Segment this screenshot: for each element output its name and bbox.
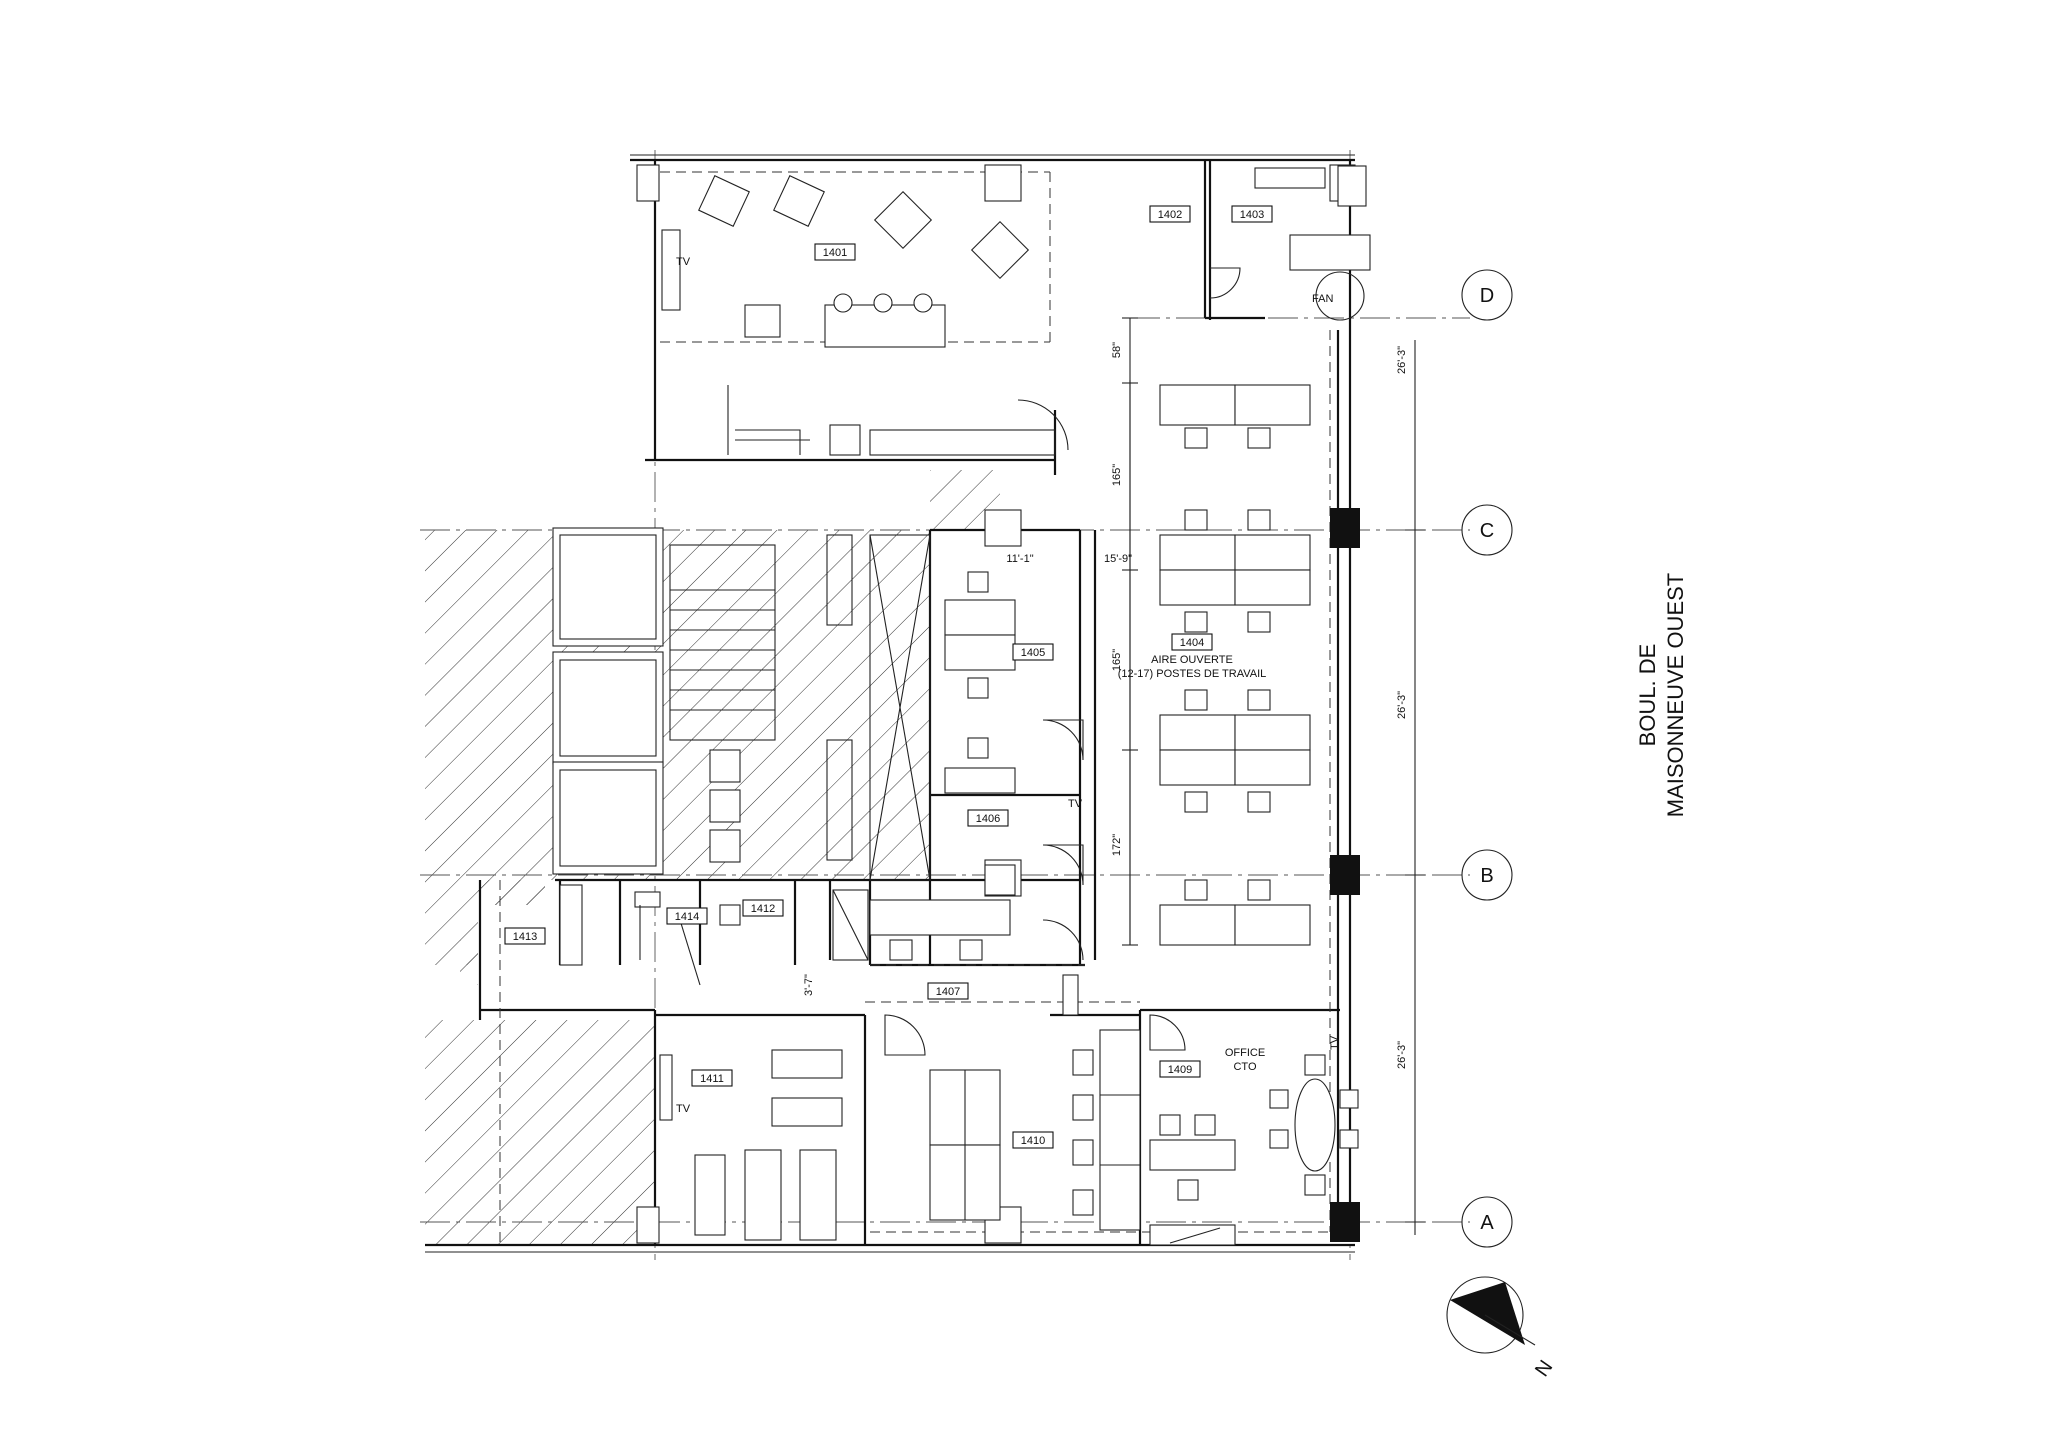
svg-text:1404: 1404 [1180, 637, 1204, 649]
svg-text:1411: 1411 [700, 1073, 724, 1085]
grid-bubble-b: B [1461, 849, 1513, 901]
room-tag-1401: 1401 [814, 243, 856, 261]
svg-text:1406: 1406 [976, 813, 1000, 825]
svg-text:1414: 1414 [675, 911, 699, 923]
tv-label-1406: TV [1068, 798, 1083, 810]
svg-text:1410: 1410 [1021, 1135, 1045, 1147]
svg-text:C: C [1480, 520, 1494, 542]
north-label: N [1531, 1356, 1557, 1380]
tv-label-1409: TV [1329, 1035, 1341, 1050]
washrooms [559, 884, 869, 986]
room-1409-subtitle-1: OFFICE [1225, 1047, 1265, 1059]
grid-bubble-d: D [1461, 269, 1513, 321]
svg-text:1405: 1405 [1021, 647, 1045, 659]
dim-15-9: 15'-9" [1104, 553, 1132, 565]
room-tag-1405: 1405 [1012, 643, 1054, 661]
room-tag-1409: 1409 [1159, 1060, 1201, 1078]
room-1411-furniture [659, 1014, 926, 1241]
svg-text:D: D [1480, 285, 1494, 307]
dim-165-b: 165" [1111, 649, 1123, 671]
workstations-1404 [1129, 380, 1311, 946]
room-1410-furniture [929, 974, 1141, 1231]
room-tag-1403: 1403 [1231, 205, 1273, 223]
svg-text:1407: 1407 [936, 986, 960, 998]
room-tag-1407: 1407 [927, 982, 969, 1000]
room-1404-subtitle-1: AIRE OUVERTE [1151, 654, 1233, 666]
street-name: BOUL. DE MAISONNEUVE OUEST [1635, 573, 1688, 817]
room-1404-subtitle-2: (12-17) POSTES DE TRAVAIL [1118, 668, 1267, 680]
room-1409-subtitle-2: CTO [1233, 1061, 1256, 1073]
dim-3-7: 3'-7" [803, 974, 815, 996]
room-tag-1411: 1411 [691, 1069, 733, 1087]
street-line-2: MAISONNEUVE OUEST [1663, 573, 1688, 817]
hatched-zones [425, 470, 1000, 1245]
room-tag-1413: 1413 [504, 927, 546, 945]
room-1401-furniture [661, 175, 1069, 456]
dim-165-a: 165" [1111, 464, 1123, 486]
room-tag-1410: 1410 [1012, 1131, 1054, 1149]
dim-26-3-a: 26'-3" [1396, 346, 1408, 374]
room-1403-furniture [1209, 165, 1371, 321]
svg-text:1409: 1409 [1168, 1064, 1192, 1076]
svg-text:1403: 1403 [1240, 209, 1264, 221]
street-line-1: BOUL. DE [1635, 644, 1660, 747]
dim-26-3-c: 26'-3" [1396, 1041, 1408, 1069]
room-tag-1406: 1406 [967, 809, 1009, 827]
tv-label-1411: TV [676, 1103, 691, 1115]
svg-text:1412: 1412 [751, 903, 775, 915]
svg-text:1401: 1401 [823, 247, 847, 259]
room-tag-1402: 1402 [1149, 205, 1191, 223]
room-1409-furniture [1149, 1014, 1359, 1246]
svg-text:B: B [1480, 865, 1493, 887]
small-labels: TV TV TV TV FAN [676, 256, 1341, 1115]
dim-26-3-b: 26'-3" [1396, 691, 1408, 719]
room-tags: 1401 1402 1403 1404 AIRE OUVERTE (12-17)… [504, 205, 1273, 1149]
room-tag-1414: 1414 [666, 907, 708, 925]
dim-58: 58" [1111, 342, 1123, 358]
rooms-1405-1406-furniture [869, 571, 1084, 961]
core [552, 527, 931, 881]
room-tag-1404: 1404 [1171, 633, 1213, 651]
tv-label-1401: TV [676, 256, 691, 268]
grid-bubble-a: A [1461, 1196, 1513, 1248]
svg-text:1413: 1413 [513, 931, 537, 943]
svg-text:1402: 1402 [1158, 209, 1182, 221]
north-arrow: N [1446, 1276, 1557, 1381]
fan-label: FAN [1312, 293, 1333, 305]
dim-11-1: 11'-1" [1006, 553, 1033, 565]
room-tag-1412: 1412 [742, 899, 784, 917]
svg-text:A: A [1480, 1212, 1494, 1234]
grid-bubble-c: C [1461, 504, 1513, 556]
dim-172: 172" [1111, 834, 1123, 856]
grid-bubbles: D C B A [1461, 269, 1513, 1248]
dimensions: 58" 165" 165" 172" 11'-1" 15'-9" 3'-7" 2… [803, 317, 1425, 1235]
